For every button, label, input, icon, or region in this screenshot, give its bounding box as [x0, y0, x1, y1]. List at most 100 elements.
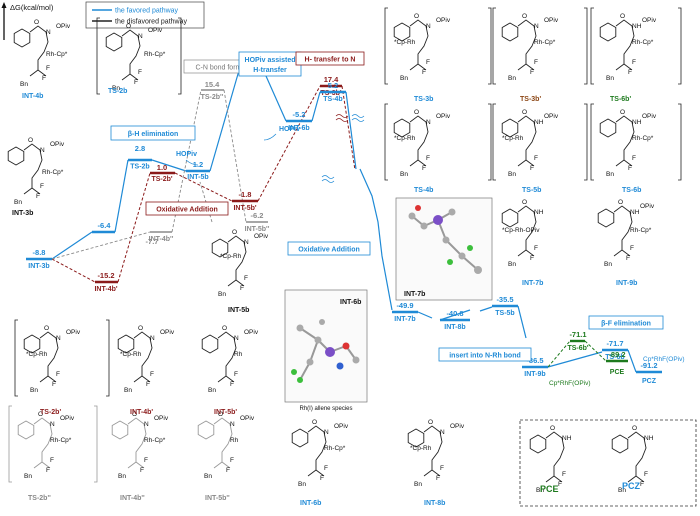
energy-value-label: -15.2 [97, 271, 114, 280]
molecule-atom-label: Bn [536, 487, 544, 494]
molecule-atom-label: N [50, 421, 55, 428]
molecule-atom-label: *Cp-Rh [410, 445, 432, 452]
int3b-caption: INT-3b [12, 210, 33, 217]
energy-level-name: INT-5b [187, 174, 208, 181]
int4b-caption: INT-4b [22, 93, 43, 100]
molecule-atom-label: N [46, 29, 51, 36]
molecule-atom-label: F [320, 475, 324, 482]
molecule-atom-label: Bn [112, 85, 120, 92]
molecule-atom-label: F [558, 481, 562, 488]
hopiv-assisted-label-1: HOPiv assisted [245, 57, 296, 64]
molecule-atom-label: F [530, 255, 534, 262]
int5b-pp-caption: INT-5b'' [205, 495, 230, 502]
molecule-atom-label: Bn [208, 387, 216, 394]
molecule-atom-label: F [628, 165, 632, 172]
molecule-atom-label: Bn [606, 75, 614, 82]
energy-level-name: INT-9b [524, 371, 545, 378]
energy-value-label: 2.8 [135, 144, 145, 153]
molecule-atom-label: O [34, 19, 39, 26]
energy-level-name: TS-3b' [320, 90, 341, 97]
molecule-atom-label: N [150, 335, 155, 342]
legend: the favored pathway the disfavored pathw… [85, 1, 205, 29]
molecule-atom-label: Bn [14, 199, 22, 206]
molecule-atom-label: Bn [118, 473, 126, 480]
molecule-atom-label: NH [534, 119, 544, 126]
ts6b-p-caption: TS-6b' [610, 96, 631, 103]
int4b-pp-caption: INT-4b'' [120, 495, 145, 502]
molecule-atom-label: O [232, 229, 237, 236]
molecule-atom-label: O [618, 199, 623, 206]
molecule-atom-label: Bn [508, 261, 516, 268]
molecule-atom-label: N [440, 429, 445, 436]
molecule-atom-label: NH [534, 209, 544, 216]
molecule-atom-label: OPiv [160, 329, 175, 336]
molecule-atom-label: F [530, 69, 534, 76]
energy-level-name: INT-6b [288, 125, 309, 132]
molecule-atom-label: Rh-Cp* [632, 135, 654, 142]
molecule-atom-label: N [230, 421, 235, 428]
molecule-atom-label: OPiv [436, 113, 451, 120]
molecule-atom-label: Bn [508, 171, 516, 178]
h-transfer-label: H- transfer to N [305, 57, 356, 64]
molecule-atom-label: F [632, 155, 636, 162]
molecule-atom-label: OPiv [544, 17, 559, 24]
energy-value-label: 17.4 [324, 75, 339, 84]
molecule-atom-label: F [644, 471, 648, 478]
molecule-atom-label: O [522, 199, 527, 206]
energy-level-name: PCE [610, 369, 625, 376]
molecule-atom-label: OPiv [450, 423, 465, 430]
molecule-atom-label: F [436, 475, 440, 482]
molecule-atom-label: O [428, 419, 433, 426]
molecule-atom-label: Bn [400, 171, 408, 178]
molecule-atom-label: O [132, 411, 137, 418]
molecule-atom-label: O [522, 109, 527, 116]
molecule-atom-label: F [640, 481, 644, 488]
molecule-atom-label: *Cp-Rh [26, 351, 48, 358]
molecule-atom-label: F [628, 69, 632, 76]
molecule-atom-label: *Cp-Rh [502, 135, 524, 142]
products-box [519, 419, 697, 507]
oxidative-blue-box [287, 241, 371, 256]
annotations: β-H elimination C-N bond formation HOPiv… [110, 51, 685, 387]
molecule-atom-label: Bn [606, 171, 614, 178]
molecule-atom-label: N [324, 429, 329, 436]
energy-level-name: TS-5b [495, 310, 514, 317]
molecule-atom-label: F [46, 65, 50, 72]
int6b-3d-title: INT-6b [340, 299, 361, 306]
molecule-atom-label: Rh-Cp* [630, 227, 652, 234]
int6b-3d-frame [284, 289, 368, 403]
molecule-atom-label: NH [632, 23, 642, 30]
molecule-atom-label: F [50, 457, 54, 464]
molecule-atom-label: F [632, 59, 636, 66]
molecule-atom-label: OPiv [66, 329, 81, 336]
energy-level-name: TS-2b' [151, 176, 172, 183]
energy-level-name: TS-6b [605, 354, 624, 361]
molecule-atom-label: OPiv [50, 141, 65, 148]
molecule-atom-label: OPiv [640, 203, 655, 210]
pce-caption: PCE [540, 484, 559, 494]
molecule-atom-label: F [240, 285, 244, 292]
ts6b-caption: TS-6b [622, 187, 641, 194]
molecule-atom-label: F [56, 371, 60, 378]
molecule-atom-label: OPiv [244, 329, 259, 336]
molecule-atom-label: O [620, 13, 625, 20]
molecule-atom-label: O [126, 23, 131, 30]
energy-level-name: INT-7b [394, 316, 415, 323]
molecule-atom-label: F [630, 245, 634, 252]
molecule-atom-label: OPiv [642, 17, 657, 24]
molecule-atom-label: OPiv [334, 423, 349, 430]
molecule-atom-label: O [620, 109, 625, 116]
molecule-atom-label: F [626, 255, 630, 262]
ts5b-caption: TS-5b [522, 187, 541, 194]
molecule-atom-label: F [42, 75, 46, 82]
energy-value-label: -71.7 [606, 339, 623, 348]
